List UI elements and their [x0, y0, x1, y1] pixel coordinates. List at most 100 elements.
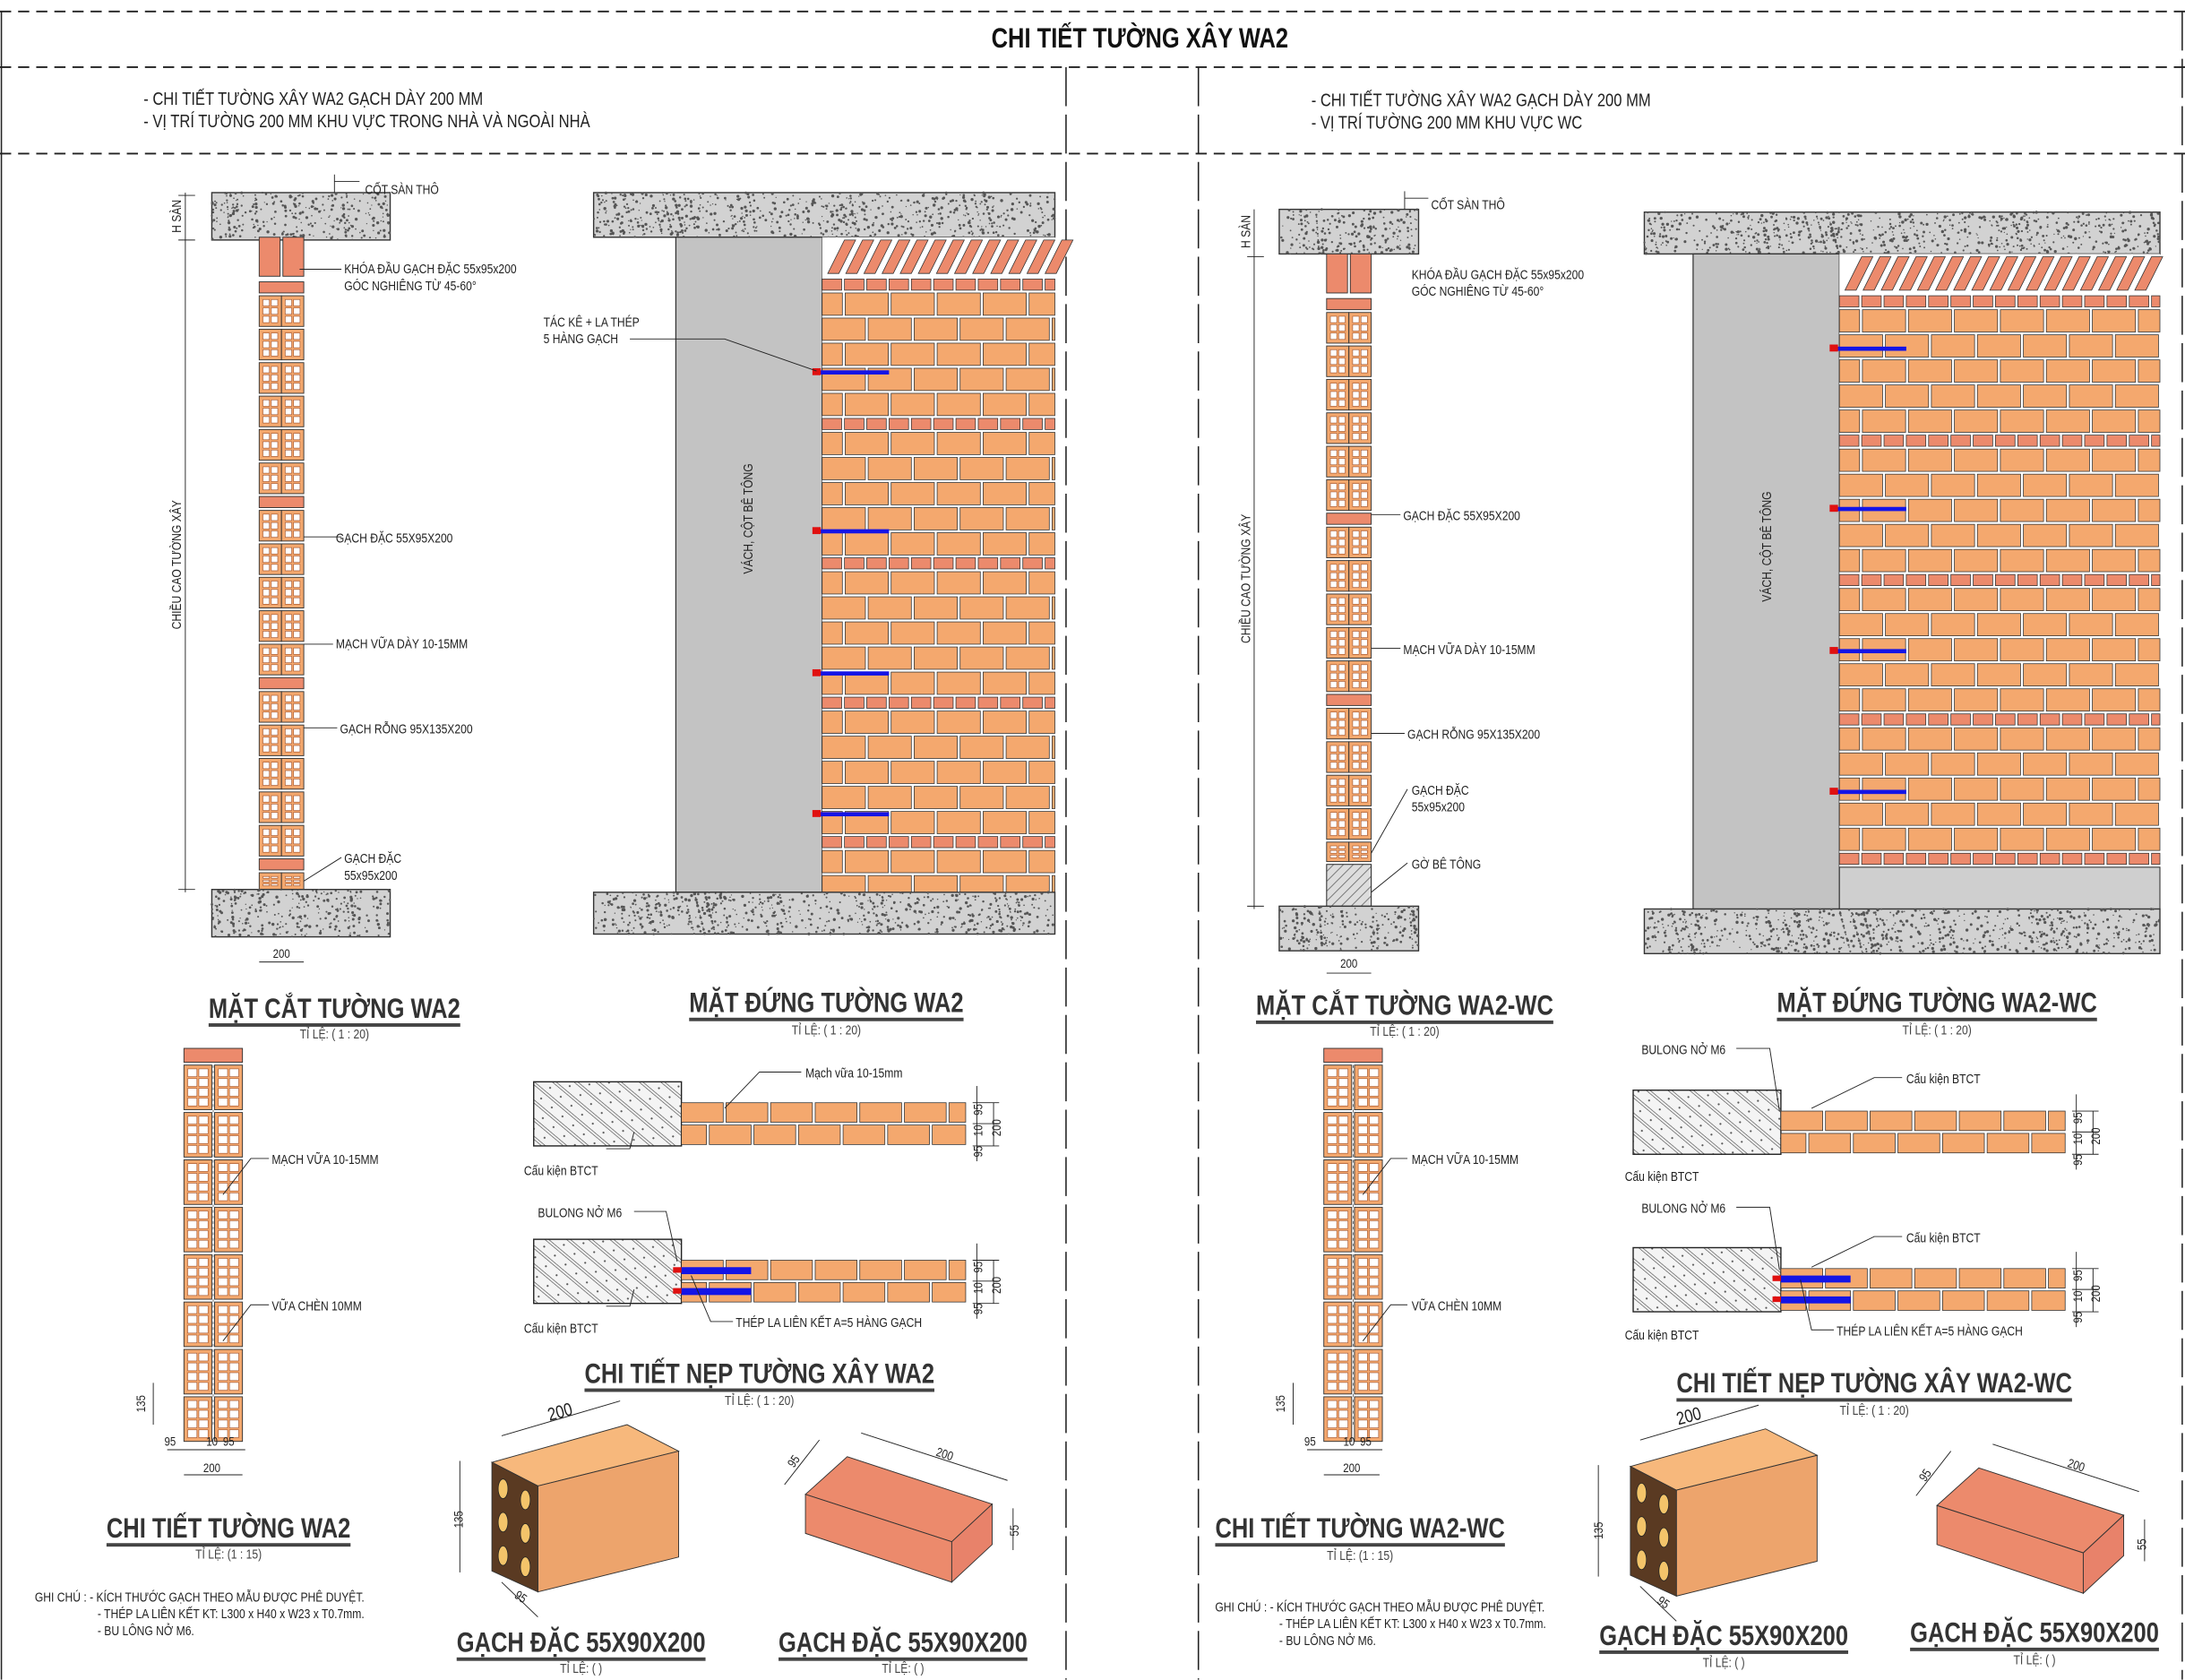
- aggregate-dot: [622, 198, 625, 202]
- aggregate-dot: [1842, 215, 1845, 218]
- aggregate-dot: [667, 219, 671, 222]
- brick-hole: [271, 483, 279, 491]
- aggregate-dot: [618, 226, 621, 228]
- brick-hole: [1352, 383, 1360, 391]
- brick-hole: [293, 521, 301, 530]
- aggregate-dot: [2048, 246, 2051, 249]
- aggregate-dot: [262, 933, 264, 935]
- aggregate-dot: [1785, 218, 1788, 220]
- left-top-slab: [211, 191, 391, 241]
- aggregate-dot: [1003, 904, 1006, 907]
- aggregate-dot: [228, 214, 232, 218]
- brick-hole: [218, 1352, 228, 1362]
- aggregate-dot: [1845, 246, 1848, 248]
- hollow-brick: [258, 428, 282, 461]
- brick-hole: [271, 664, 279, 672]
- aggregate-dot: [1399, 940, 1403, 943]
- aggregate-dot: [2153, 944, 2155, 946]
- hollow-brick: [1348, 378, 1372, 411]
- aggregate-dot: [684, 898, 688, 901]
- aggregate-dot: [771, 893, 776, 897]
- brick-hole: [262, 547, 270, 555]
- hollow-brick: [258, 395, 282, 427]
- aggregate-dot: [759, 900, 762, 904]
- brick-hole: [1360, 820, 1368, 828]
- stretcher-brick: [1028, 671, 1055, 695]
- aggregate-dot: [1411, 909, 1415, 914]
- aggregate-dot: [1855, 220, 1858, 223]
- aggregate-dot: [2003, 227, 2007, 230]
- brick-hole: [187, 1098, 198, 1107]
- brick-hole: [293, 564, 301, 572]
- aggregate-dot: [1362, 246, 1365, 248]
- brick-hole: [271, 762, 279, 770]
- aggregate-dot: [687, 910, 690, 913]
- brick-hole: [198, 1230, 209, 1239]
- aggregate-dot: [832, 223, 836, 226]
- aggregate-dot: [1881, 226, 1883, 228]
- aggregate-dot: [992, 196, 995, 200]
- aggregate-dot: [2073, 935, 2076, 938]
- brick-hole: [271, 441, 279, 449]
- stretcher-brick: [1954, 777, 1999, 801]
- aggregate-dot: [1854, 215, 1857, 218]
- brick-hole: [1338, 424, 1346, 432]
- aggregate-dot: [1304, 232, 1308, 236]
- aggregate-dot: [1387, 246, 1390, 250]
- aggregate-dot: [1991, 940, 1994, 943]
- aggregate-dot: [672, 906, 675, 909]
- aggregate-dot: [675, 192, 677, 194]
- aggregate-dot: [822, 233, 825, 236]
- brick-hole: [218, 1305, 228, 1314]
- brick-hole: [1338, 728, 1346, 736]
- aggregate-dot: [1370, 238, 1372, 241]
- aggregate-dot: [1747, 216, 1750, 219]
- concrete-slab: [592, 192, 1056, 238]
- aggregate-dot: [1308, 943, 1310, 946]
- brick-hole: [198, 1239, 209, 1249]
- aggregate-dot: [863, 914, 865, 918]
- aggregate-dot: [1836, 246, 1839, 250]
- aggregate-dot: [1413, 924, 1416, 928]
- aggregate-dot: [1292, 218, 1295, 220]
- aggregate-dot: [892, 918, 894, 920]
- aggregate-dot: [1951, 228, 1954, 230]
- aggregate-dot: [649, 920, 652, 924]
- aggregate-dot: [358, 200, 361, 202]
- brick-hole: [293, 349, 301, 357]
- aggregate-dot: [1781, 244, 1784, 246]
- stretcher-brick: [1838, 448, 1861, 472]
- aggregate-dot: [690, 920, 692, 923]
- aggregate-dot: [1051, 923, 1054, 926]
- aggregate-dot: [2137, 246, 2139, 247]
- aggregate-dot: [727, 204, 729, 207]
- brick-hole: [198, 1258, 209, 1267]
- brick-hole: [1352, 829, 1360, 836]
- stretcher-brick: [2000, 638, 2044, 662]
- aggregate-dot: [982, 191, 985, 194]
- brick-hole: [293, 647, 301, 655]
- brick-hole: [1329, 491, 1338, 499]
- aggregate-dot: [247, 911, 251, 915]
- aggregate-dot: [216, 217, 219, 220]
- aggregate-dot: [2045, 250, 2050, 254]
- aggregate-dot: [1832, 216, 1835, 219]
- aggregate-dot: [739, 217, 744, 220]
- aggregate-dot: [958, 223, 961, 227]
- aggregate-dot: [967, 212, 969, 216]
- aggregate-dot: [904, 231, 908, 235]
- aggregate-dot: [733, 215, 736, 219]
- aggregate-dot: [639, 202, 641, 204]
- aggregate-dot: [756, 926, 760, 929]
- aggregate-dot: [744, 191, 747, 194]
- brick-hole: [262, 762, 270, 770]
- aggregate-dot: [1363, 248, 1365, 252]
- aggregate-dot: [985, 926, 988, 929]
- brick-hole: [218, 1324, 228, 1334]
- aggregate-dot: [284, 205, 288, 210]
- aggregate-dot: [274, 934, 278, 936]
- brick-hole: [198, 1372, 209, 1382]
- aggregate-dot: [2083, 912, 2086, 914]
- aggregate-dot: [299, 212, 302, 215]
- aggregate-dot: [1345, 231, 1347, 234]
